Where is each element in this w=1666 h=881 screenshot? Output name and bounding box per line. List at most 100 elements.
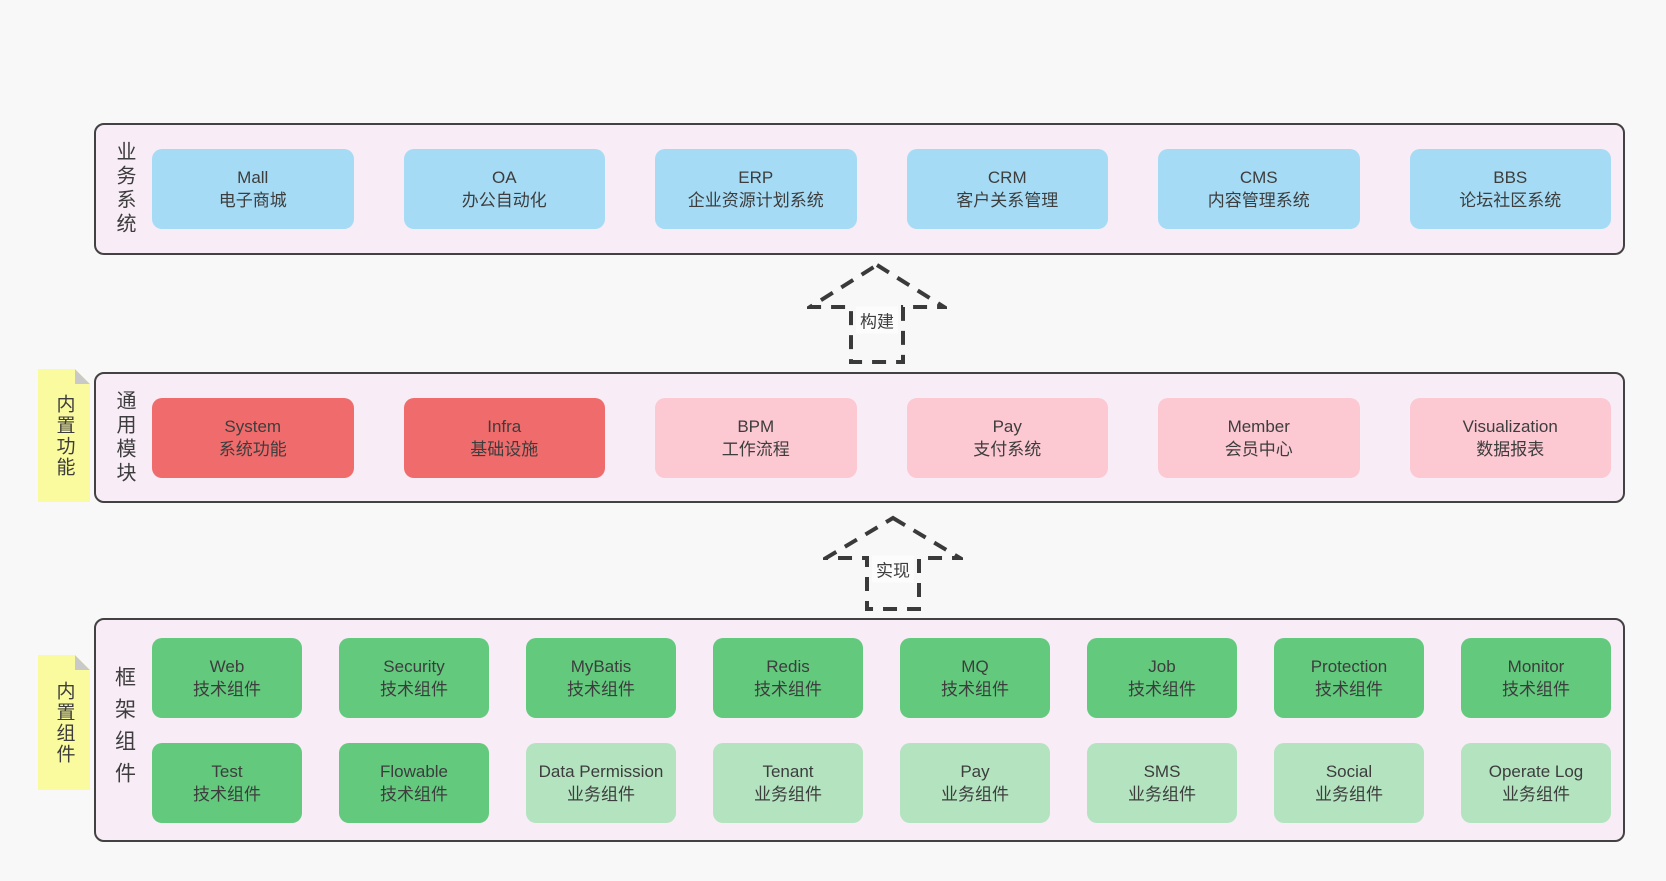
box-title: Job (1148, 656, 1176, 676)
layer-label-business-systems: 业务系统 (113, 141, 135, 237)
box-title: Infra (487, 416, 522, 436)
box-title: Visualization (1462, 416, 1558, 436)
box-title: Security (383, 656, 445, 676)
box-subtitle: 业务组件 (567, 784, 635, 804)
box-pay: Pay 支付系统 (906, 397, 1108, 478)
box-erp: ERP 企业资源计划系统 (655, 149, 857, 229)
box-test: Test 技术组件 (152, 742, 302, 823)
box-subtitle: 业务组件 (941, 784, 1009, 804)
box-subtitle: 论坛社区系统 (1459, 191, 1562, 210)
folded-corner-icon (75, 369, 90, 384)
box-security: Security 技术组件 (339, 637, 489, 718)
box-title: Mall (237, 168, 269, 187)
build-arrow: 构建 (807, 262, 947, 365)
dashed-up-arrow-icon (823, 515, 963, 611)
box-title: CMS (1239, 168, 1278, 187)
box-title: Monitor (1507, 656, 1565, 676)
box-title: SMS (1143, 761, 1181, 781)
box-visualization: Visualization 数据报表 (1409, 397, 1611, 478)
box-bbs: BBS 论坛社区系统 (1409, 149, 1611, 229)
box-title: System (224, 416, 282, 436)
box-subtitle: 技术组件 (567, 679, 635, 699)
box-title: BBS (1493, 168, 1528, 187)
box-subtitle: 技术组件 (193, 679, 261, 699)
component-grid: Web 技术组件 Security 技术组件 MyBatis 技术组件 Redi… (152, 637, 1611, 823)
box-subtitle: 系统功能 (218, 439, 287, 459)
layer-label-common-modules: 通用模块 (113, 389, 135, 486)
box-subtitle: 业务组件 (754, 784, 822, 804)
build-arrow-label: 构建 (856, 306, 898, 334)
box-subtitle: 会员中心 (1224, 439, 1293, 459)
sticky-note-built-in-features: 内置功能 (38, 369, 90, 502)
layer-side-label-column: 通用模块 (96, 374, 152, 501)
box-sms: SMS 业务组件 (1087, 742, 1237, 823)
sticky-note-label: 内置功能 (53, 393, 75, 478)
box-redis: Redis 技术组件 (713, 637, 863, 718)
box-mq: MQ 技术组件 (900, 637, 1050, 718)
box-title: BPM (737, 416, 775, 436)
box-subtitle: 电子商城 (218, 191, 287, 210)
box-subtitle: 技术组件 (380, 679, 448, 699)
box-subtitle: 办公自动化 (461, 191, 547, 210)
implement-arrow: 实现 (823, 515, 963, 612)
box-subtitle: 技术组件 (754, 679, 822, 699)
box-title: Protection (1310, 656, 1388, 676)
module-box-row: System 系统功能 Infra 基础设施 BPM 工作流程 Pay 支付系统… (152, 397, 1611, 478)
box-subtitle: 技术组件 (1315, 679, 1383, 699)
box-subtitle: 工作流程 (721, 439, 790, 459)
layer-common-modules: 通用模块 System 系统功能 Infra 基础设施 BPM 工作流程 Pay… (94, 372, 1625, 503)
dashed-up-arrow-icon (807, 262, 947, 364)
box-subtitle: 客户关系管理 (956, 191, 1059, 210)
box-title: Web (209, 656, 245, 676)
box-title: Pay (992, 416, 1022, 436)
box-subtitle: 技术组件 (1128, 679, 1196, 699)
box-social: Social 业务组件 (1274, 742, 1424, 823)
layer-side-label-column: 框架组件 (96, 620, 152, 840)
box-title: Test (211, 761, 243, 781)
box-title: Flowable (379, 761, 449, 781)
box-mall: Mall 电子商城 (152, 149, 354, 229)
box-subtitle: 基础设施 (470, 439, 539, 459)
layer-framework-components: 框架组件 Web 技术组件 Security 技术组件 MyBatis 技术组件… (94, 618, 1625, 842)
box-data-permission: Data Permission 业务组件 (526, 742, 676, 823)
box-subtitle: 技术组件 (941, 679, 1009, 699)
sticky-note-label: 内置组件 (53, 680, 75, 765)
box-title: MQ (961, 656, 989, 676)
box-system: System 系统功能 (152, 397, 354, 478)
box-subtitle: 业务组件 (1502, 784, 1570, 804)
box-title: ERP (738, 168, 774, 187)
layer-side-label-column: 业务系统 (96, 125, 152, 253)
implement-arrow-label: 实现 (872, 555, 914, 583)
box-subtitle: 技术组件 (380, 784, 448, 804)
box-subtitle: 数据报表 (1476, 439, 1545, 459)
box-flowable: Flowable 技术组件 (339, 742, 489, 823)
box-monitor: Monitor 技术组件 (1461, 637, 1611, 718)
box-title: Operate Log (1488, 761, 1584, 781)
folded-corner-icon (75, 655, 90, 670)
layer-business-systems: 业务系统 Mall 电子商城 OA 办公自动化 ERP 企业资源计划系统 CRM… (94, 123, 1625, 255)
box-title: Data Permission (538, 761, 664, 781)
box-protection: Protection 技术组件 (1274, 637, 1424, 718)
box-member: Member 会员中心 (1158, 397, 1360, 478)
box-title: MyBatis (570, 656, 632, 676)
box-job: Job 技术组件 (1087, 637, 1237, 718)
box-subtitle: 业务组件 (1128, 784, 1196, 804)
box-infra: Infra 基础设施 (403, 397, 605, 478)
box-operate-log: Operate Log 业务组件 (1461, 742, 1611, 823)
box-subtitle: 技术组件 (1502, 679, 1570, 699)
box-cms: CMS 内容管理系统 (1158, 149, 1360, 229)
box-subtitle: 企业资源计划系统 (687, 191, 824, 210)
box-oa: OA 办公自动化 (403, 149, 605, 229)
layer-label-framework-components: 框架组件 (112, 666, 136, 794)
box-tenant: Tenant 业务组件 (713, 742, 863, 823)
box-title: Redis (766, 656, 810, 676)
box-title: Tenant (762, 761, 814, 781)
box-web: Web 技术组件 (152, 637, 302, 718)
box-crm: CRM 客户关系管理 (906, 149, 1108, 229)
box-title: Pay (960, 761, 990, 781)
box-title: OA (491, 168, 517, 187)
box-subtitle: 支付系统 (973, 439, 1042, 459)
box-subtitle: 业务组件 (1315, 784, 1383, 804)
box-mybatis: MyBatis 技术组件 (526, 637, 676, 718)
